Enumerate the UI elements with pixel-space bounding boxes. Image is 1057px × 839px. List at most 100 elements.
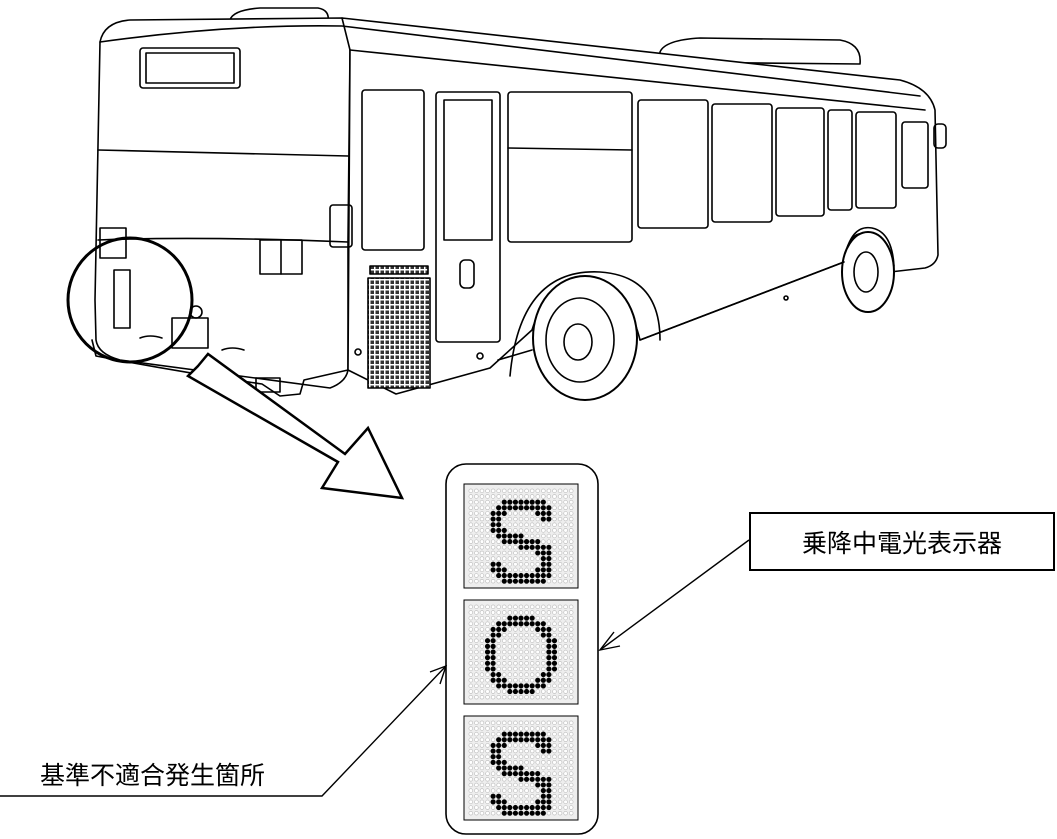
- led-dot-lit: [512, 533, 519, 539]
- led-dot-unlit: [485, 516, 490, 522]
- led-dot-unlit: [474, 615, 479, 621]
- led-dot-lit: [523, 505, 530, 511]
- led-dot-unlit: [563, 562, 568, 567]
- led-dot-lit: [501, 771, 507, 777]
- led-dot-unlit: [563, 567, 568, 573]
- led-dot-unlit: [513, 655, 518, 660]
- led-dot-lit: [540, 799, 546, 805]
- led-dot-unlit: [524, 661, 529, 666]
- led-dot-lit: [490, 638, 496, 644]
- led-dot-unlit: [569, 678, 574, 683]
- led-dot-unlit: [529, 678, 535, 683]
- led-dot-unlit: [485, 499, 490, 505]
- led-dot-unlit: [541, 539, 546, 544]
- led-dot-unlit: [513, 672, 518, 677]
- led-dot-unlit: [552, 556, 557, 561]
- led-dot-unlit: [513, 748, 518, 754]
- led-dot-lit: [540, 632, 546, 638]
- led-dot-unlit: [546, 754, 552, 759]
- led-dot-unlit: [529, 748, 535, 754]
- led-dot-lit: [535, 510, 541, 517]
- led-dot-unlit: [557, 511, 563, 516]
- led-dot-lit: [490, 632, 496, 638]
- led-dot-unlit: [496, 494, 501, 499]
- led-dot-unlit: [569, 488, 574, 494]
- led-dot-unlit: [518, 743, 524, 748]
- led-dot-unlit: [529, 550, 535, 556]
- led-dot-unlit: [479, 782, 485, 788]
- led-dot-unlit: [513, 649, 518, 655]
- led-dot-unlit: [529, 743, 535, 748]
- rear-lamp-left: [99, 227, 127, 259]
- side-window-1-divider: [507, 147, 633, 151]
- led-dot-lit: [546, 793, 552, 799]
- led-dot-unlit: [502, 666, 507, 672]
- led-dot-lit: [507, 688, 513, 695]
- led-dot-unlit: [552, 794, 557, 799]
- led-dot-unlit: [507, 794, 513, 799]
- led-dot-lit: [490, 522, 496, 528]
- led-dot-lit: [496, 799, 502, 805]
- led-dot-lit: [518, 615, 524, 621]
- led-dot-unlit: [507, 562, 513, 567]
- led-dot-unlit: [552, 760, 557, 765]
- led-dot-lit: [518, 621, 524, 627]
- led-dot-unlit: [479, 743, 485, 748]
- led-dot-unlit: [563, 683, 568, 689]
- led-dot-unlit: [502, 494, 507, 499]
- led-dot-lit: [540, 578, 546, 584]
- led-dot-lit: [546, 655, 552, 661]
- led-dot-lit: [484, 666, 491, 672]
- led-dot-unlit: [557, 743, 563, 748]
- led-dot-unlit: [479, 511, 485, 516]
- led-dot-unlit: [569, 666, 574, 672]
- led-dot-unlit: [552, 578, 557, 584]
- led-dot-lit: [529, 771, 535, 777]
- led-dot-unlit: [490, 805, 496, 810]
- bus-illustration: [66, 7, 947, 401]
- led-dot-unlit: [541, 610, 546, 615]
- led-dot-lit: [507, 765, 513, 771]
- led-dot-unlit: [552, 494, 557, 499]
- led-dot-unlit: [569, 737, 574, 742]
- led-dot-unlit: [479, 666, 485, 672]
- led-dot-unlit: [518, 638, 524, 643]
- display-label: 乗降中電光表示器: [801, 528, 1002, 558]
- rear-wheel-rim: [545, 297, 615, 383]
- led-dot-unlit: [535, 488, 540, 494]
- led-dot-unlit: [479, 788, 485, 793]
- led-dot-unlit: [468, 562, 473, 567]
- led-dot-lit: [496, 626, 502, 633]
- led-dot-unlit: [535, 644, 540, 649]
- led-dot-unlit: [552, 805, 557, 810]
- enlarge-arrow: [185, 352, 405, 500]
- led-dot-lit: [523, 776, 530, 782]
- led-dot-lit: [529, 544, 535, 550]
- side-skirt: [639, 261, 845, 341]
- led-dot-unlit: [557, 782, 563, 788]
- led-dot-lit: [540, 510, 546, 517]
- led-dot-unlit: [557, 748, 563, 754]
- led-dot-unlit: [468, 556, 473, 561]
- led-dot-unlit: [557, 615, 563, 621]
- led-dot-unlit: [513, 627, 518, 632]
- led-dot-unlit: [557, 533, 563, 539]
- led-dot-unlit: [524, 550, 529, 556]
- led-dot-unlit: [490, 771, 496, 776]
- led-dot-lit: [512, 615, 519, 621]
- led-dot-unlit: [529, 765, 535, 771]
- led-dot-unlit: [518, 788, 524, 793]
- led-dot-unlit: [529, 567, 535, 573]
- led-dot-lit: [535, 731, 541, 737]
- led-dot-unlit: [468, 511, 473, 516]
- led-dot-lit: [546, 544, 552, 550]
- side-skirt-line: [497, 349, 533, 361]
- led-dot-lit: [507, 539, 513, 545]
- led-dot-lit: [540, 561, 546, 567]
- led-dot-lit: [496, 567, 502, 573]
- led-dot-unlit: [513, 516, 518, 522]
- led-dot-unlit: [474, 545, 479, 550]
- led-dot-unlit: [468, 777, 473, 782]
- led-dot-lit: [540, 793, 546, 799]
- led-dot-unlit: [513, 488, 518, 494]
